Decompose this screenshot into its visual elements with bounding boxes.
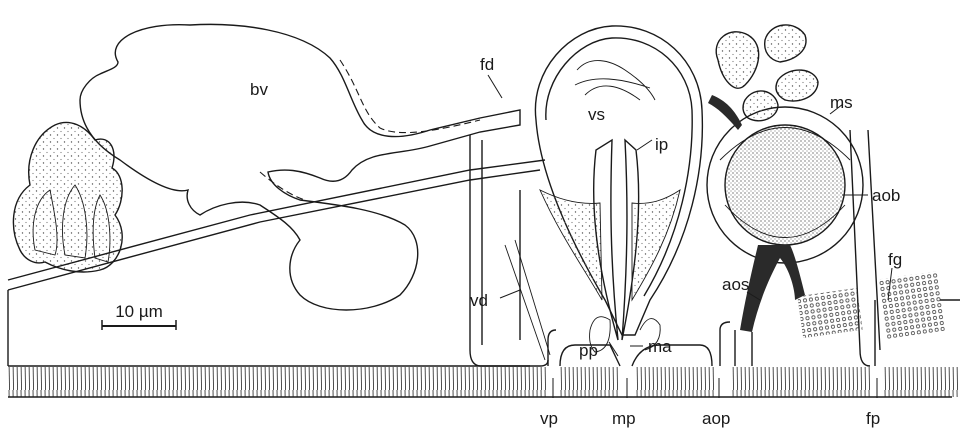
- gland-cells: [13, 122, 122, 272]
- label-aos: aos: [722, 275, 749, 294]
- label-fp: fp: [866, 409, 880, 428]
- label-vd: vd: [470, 291, 488, 310]
- label-aop: aop: [702, 409, 730, 428]
- label-fd: fd: [480, 55, 494, 74]
- label-bv: bv: [250, 80, 268, 99]
- label-mp: mp: [612, 409, 636, 428]
- label-ms: ms: [830, 93, 853, 112]
- label-vs: vs: [588, 105, 605, 124]
- label-ma: ma: [648, 337, 672, 356]
- scale-bar: 10 µm: [102, 302, 176, 330]
- scale-bar-label: 10 µm: [115, 302, 163, 321]
- gland-lobes: [708, 25, 818, 130]
- label-vp: vp: [540, 409, 558, 428]
- label-aob: aob: [872, 186, 900, 205]
- bv-structure: [80, 24, 520, 310]
- label-ip: ip: [655, 135, 668, 154]
- label-pp: pp: [579, 341, 598, 360]
- seminal-vesicle: [535, 26, 702, 352]
- label-fg: fg: [888, 250, 902, 269]
